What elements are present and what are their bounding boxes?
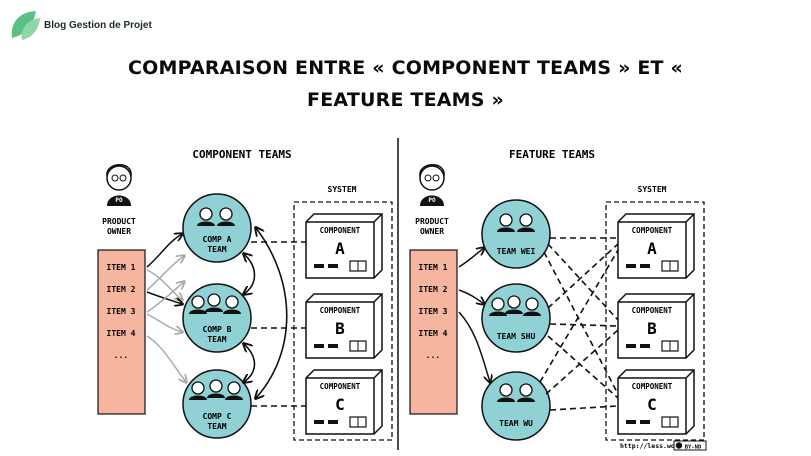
page-title-line-1: COMPARAISON ENTRE « COMPONENT TEAMS » ET… — [127, 57, 683, 79]
comp-b-team: COMP B TEAM — [182, 283, 252, 353]
team-component-link — [547, 243, 619, 321]
right-component-c-label: COMPONENT — [632, 382, 673, 391]
left-backlog-item: ITEM 1 — [107, 263, 136, 272]
left-system-label: SYSTEM — [328, 185, 357, 194]
feature-teams-title: FEATURE TEAMS — [509, 148, 595, 161]
item-arrow — [146, 335, 186, 382]
comp-c-team-label-2: TEAM — [207, 422, 226, 431]
right-component-b-letter: B — [647, 319, 657, 338]
coordination-arrow — [244, 344, 256, 382]
right-backlog — [409, 249, 458, 415]
left-component-b-label: COMPONENT — [320, 306, 361, 315]
team-wei: TEAM WEI — [481, 199, 551, 269]
left-system-box — [293, 201, 393, 441]
comp-c-team-label: COMP C — [203, 412, 232, 421]
component-teams-panel: COMPONENT TEAMS SYSTEM PO PRODUCT OWNER … — [97, 148, 393, 441]
item-arrow — [146, 234, 182, 268]
team-wu: TEAM WU — [481, 371, 551, 441]
right-po-badge: PO — [428, 197, 436, 204]
team-component-link — [549, 405, 619, 411]
team-component-link — [547, 243, 619, 309]
right-component-a-label: COMPONENT — [632, 226, 673, 235]
item-arrow — [146, 282, 184, 313]
right-system-box — [605, 201, 705, 441]
right-owner-line-2: OWNER — [420, 227, 444, 236]
right-backlog-item: ITEM 3 — [419, 307, 448, 316]
team-component-link — [549, 323, 619, 327]
teams-comparison-diagram: COMPONENT TEAMS SYSTEM PO PRODUCT OWNER … — [97, 138, 707, 451]
item-arrow — [458, 289, 484, 304]
left-component-a-label: COMPONENT — [320, 226, 361, 235]
item-arrow — [458, 311, 490, 382]
item-arrow — [458, 248, 484, 268]
right-system-label: SYSTEM — [638, 185, 667, 194]
blog-logo-icon — [11, 11, 40, 40]
comp-a-team-label-2: TEAM — [207, 245, 226, 254]
left-component-c-letter: C — [335, 395, 345, 414]
right-owner-line-1: PRODUCT — [415, 217, 449, 226]
right-backlog-item: ITEM 1 — [419, 263, 448, 272]
right-component-c-letter: C — [647, 395, 657, 414]
left-component-b-letter: B — [335, 319, 345, 338]
left-backlog-item: ITEM 2 — [107, 285, 136, 294]
left-owner-line-2: OWNER — [107, 227, 131, 236]
left-backlog-item: ... — [114, 351, 128, 360]
feature-teams-panel: FEATURE TEAMS SYSTEM PO PRODUCT OWNER IT… — [409, 148, 705, 441]
left-po-badge: PO — [115, 197, 123, 204]
license-badge — [673, 440, 707, 451]
comp-c-team: COMP C TEAM — [182, 369, 252, 439]
cc-icon — [675, 442, 683, 449]
right-component-b-label: COMPONENT — [632, 306, 673, 315]
right-backlog-item: ITEM 2 — [419, 285, 448, 294]
coordination-arrow — [244, 254, 256, 294]
team-component-link — [547, 335, 619, 399]
team-component-link — [545, 329, 619, 395]
left-backlog — [97, 249, 146, 415]
right-backlog-item: ITEM 4 — [419, 329, 448, 338]
team-wei-label: TEAM WEI — [497, 247, 536, 256]
right-backlog-item: ... — [426, 351, 440, 360]
left-owner-line-1: PRODUCT — [102, 217, 136, 226]
blog-name[interactable]: Blog Gestion de Projet — [44, 20, 152, 31]
team-component-link — [539, 249, 619, 383]
left-component-a-letter: A — [335, 239, 345, 258]
left-component-c-label: COMPONENT — [320, 382, 361, 391]
team-wu-label: TEAM WU — [499, 419, 533, 428]
item-arrow — [146, 269, 182, 300]
page-title-line-2: FEATURE TEAMS » — [307, 89, 504, 111]
coordination-arrow — [256, 228, 288, 398]
license-label: BY-ND — [685, 445, 702, 451]
comp-b-team-label-2: TEAM — [207, 335, 226, 344]
left-backlog-item: ITEM 3 — [107, 307, 136, 316]
component-teams-title: COMPONENT TEAMS — [192, 148, 291, 161]
team-component-link — [543, 251, 619, 395]
credit-url: http://less.works — [620, 442, 687, 450]
comp-a-team: COMP A TEAM — [182, 193, 252, 263]
item-arrow — [146, 313, 182, 332]
team-shu: TEAM SHU — [481, 283, 551, 353]
right-component-a-letter: A — [647, 239, 657, 258]
comp-a-team-label: COMP A — [203, 235, 232, 244]
team-shu-label: TEAM SHU — [497, 332, 536, 341]
item-arrow — [146, 256, 184, 291]
comp-b-team-label: COMP B — [203, 325, 232, 334]
left-backlog-item: ITEM 4 — [107, 329, 136, 338]
